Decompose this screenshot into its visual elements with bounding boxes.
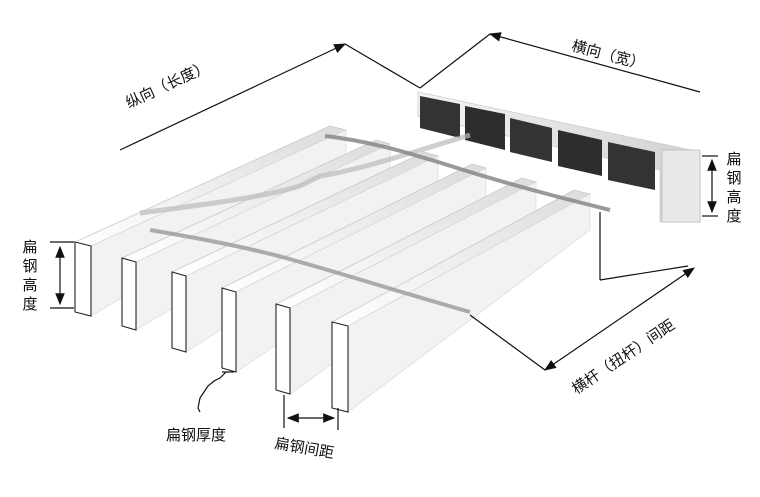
- width-extension-line: [419, 33, 491, 89]
- flat-steel-end-face-3: [171, 271, 187, 353]
- length-dimension-arrow: [119, 43, 347, 151]
- cross-bars: [139, 132, 611, 314]
- length-extension-line: [344, 43, 421, 89]
- crossbar-ext-line-b: [599, 265, 689, 281]
- label-flat-steel-thickness: 扁钢厚度: [166, 426, 227, 444]
- flat-steel-end-face-2: [121, 257, 137, 331]
- flat-steel-end-face-5: [275, 303, 291, 395]
- label-flat-steel-height-left: 扁钢高度: [22, 238, 38, 313]
- crossbar-spacing-arrow: [544, 267, 695, 371]
- flat-steel-bars: [73, 125, 592, 413]
- flat-steel-end-face-4: [221, 287, 237, 373]
- width-dimension-arrow: [488, 32, 701, 93]
- dimension-lines: [50, 32, 718, 430]
- flat-steel-end-face-1: [74, 241, 92, 317]
- grating-back-frame: [417, 91, 701, 223]
- flat-steel-end-face-6: [331, 321, 349, 413]
- crossbar-ext-line-c: [469, 314, 546, 371]
- label-flat-steel-height-right: 扁钢高度: [726, 150, 742, 225]
- thickness-leader: [197, 371, 227, 413]
